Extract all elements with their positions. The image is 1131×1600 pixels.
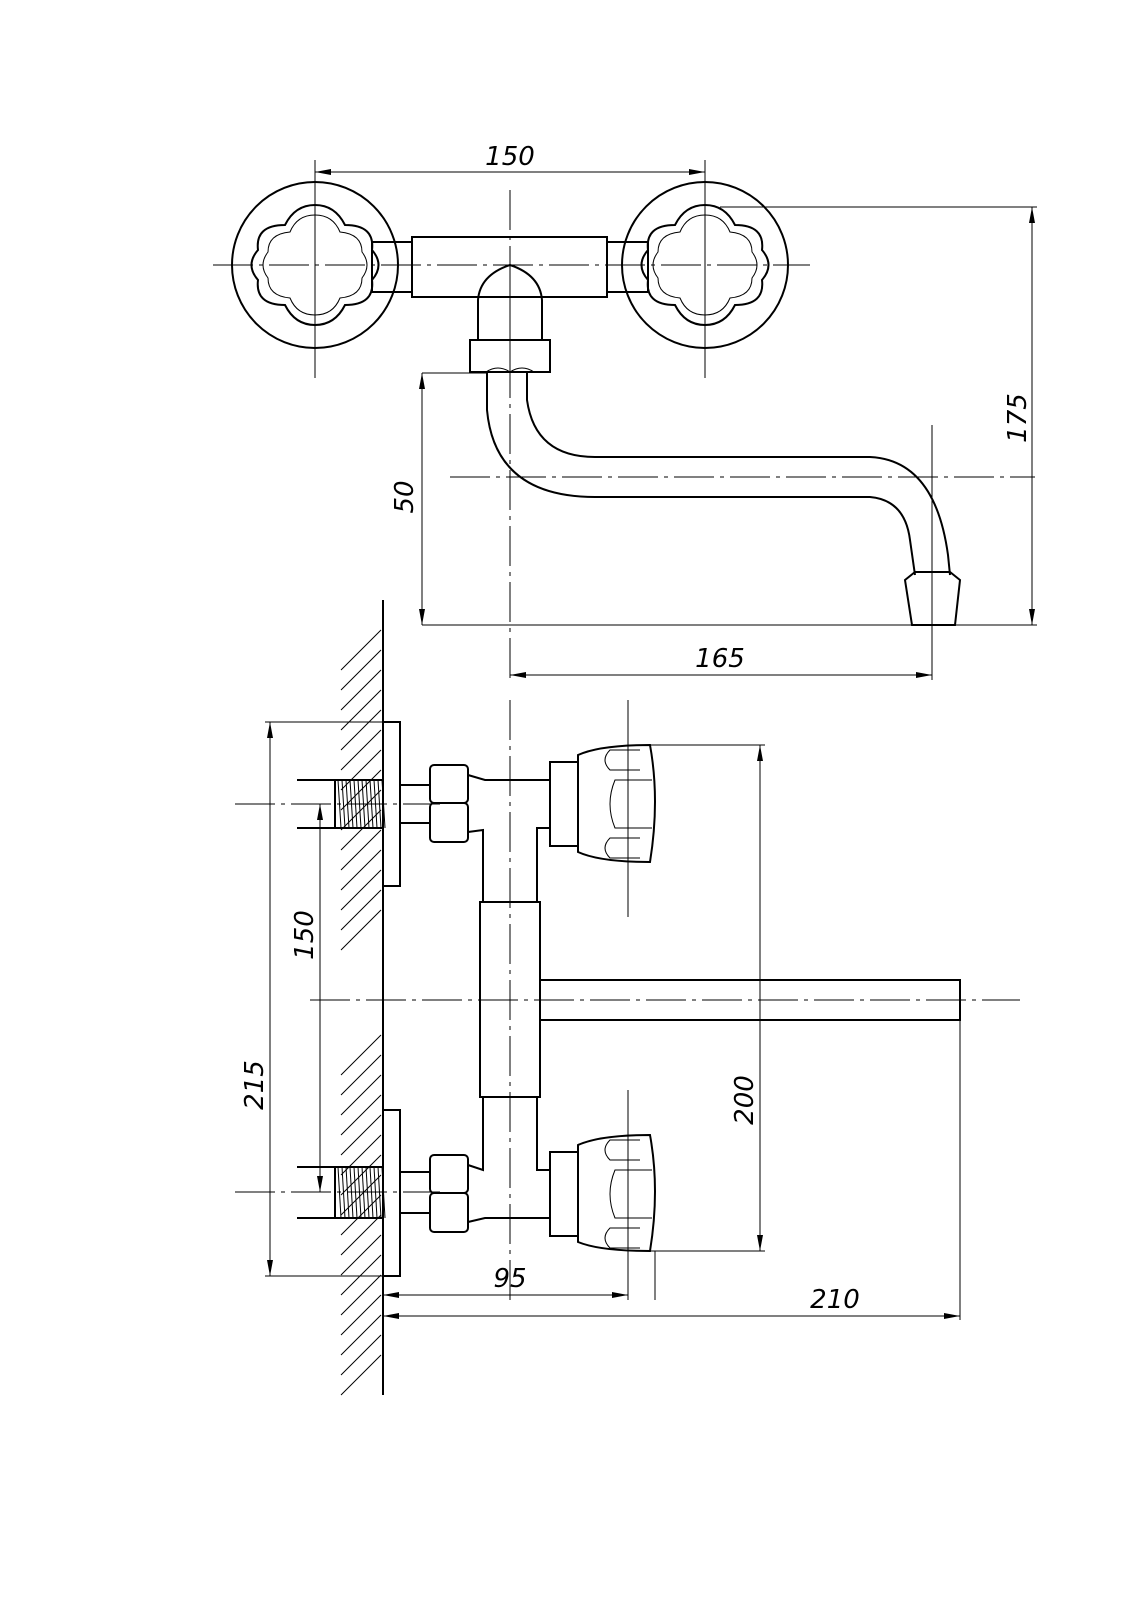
dim-handle-depth: 95 (493, 1264, 526, 1294)
hatch-line (340, 729, 382, 771)
hatch-line (340, 1054, 382, 1096)
hatch-line (340, 1314, 382, 1356)
hatch-line (340, 749, 382, 791)
hatch-line (340, 909, 382, 951)
dim-handle-height: 200 (730, 1075, 760, 1125)
dim-flange-height: 215 (240, 1060, 270, 1110)
hatch-line (340, 629, 382, 671)
hatch-line (340, 1114, 382, 1156)
hatch-line (340, 709, 382, 751)
hatch-line (340, 809, 382, 851)
wall-hatching (340, 629, 382, 1396)
hatch-line (340, 1254, 382, 1296)
hatch-line (340, 1234, 382, 1276)
side-view: 215 150 200 95 210 (235, 600, 1020, 1396)
hatch-line (340, 1334, 382, 1376)
thread-line (341, 1166, 346, 1219)
dim-handle-spacing: 150 (485, 142, 535, 172)
hatch-line (340, 1094, 382, 1136)
dim-spout-length: 210 (810, 1285, 860, 1315)
hatch-line (340, 1074, 382, 1116)
spout (486, 372, 962, 626)
hatch-line (340, 789, 382, 831)
dim-spout-reach: 165 (695, 644, 745, 674)
hatch-line (340, 1294, 382, 1336)
hatch-line (340, 849, 382, 891)
top-view: 150 175 50 165 (213, 142, 1037, 680)
hatch-line (340, 1274, 382, 1316)
hatch-line (340, 869, 382, 911)
hatch-line (340, 1034, 382, 1076)
hatch-line (340, 1134, 382, 1176)
dim-inlet-spacing: 150 (290, 910, 320, 960)
hatch-line (340, 669, 382, 711)
hatch-line (340, 1354, 382, 1396)
hatch-line (340, 689, 382, 731)
dim-total-height: 175 (1003, 393, 1033, 443)
hatch-line (340, 649, 382, 691)
hatch-line (340, 1214, 382, 1256)
dim-spout-drop: 50 (390, 480, 420, 513)
upper-inlet (297, 721, 656, 902)
hatch-line (340, 1174, 382, 1216)
lower-inlet (297, 1097, 656, 1277)
hatch-line (340, 889, 382, 931)
thread-line (341, 779, 346, 829)
hatch-line (340, 829, 382, 871)
